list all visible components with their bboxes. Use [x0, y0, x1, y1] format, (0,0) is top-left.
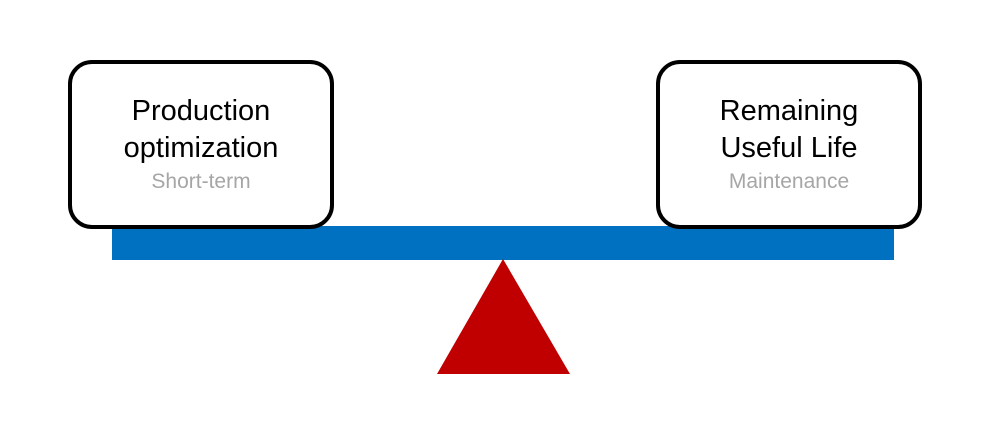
balance-beam [112, 226, 894, 260]
left-box-subtitle: Short-term [151, 170, 251, 193]
left-box-production-optimization: Production optimization Short-term [68, 60, 334, 229]
right-box-remaining-useful-life: Remaining Useful Life Maintenance [656, 60, 922, 229]
right-box-title-line-2: Useful Life [720, 132, 858, 164]
left-box-title-line-2: optimization [123, 132, 279, 164]
left-box-title-line-1: Production [131, 95, 271, 127]
right-box-title-line-1: Remaining [719, 95, 859, 127]
fulcrum-triangle-icon [437, 259, 570, 374]
right-box-subtitle: Maintenance [728, 170, 850, 193]
